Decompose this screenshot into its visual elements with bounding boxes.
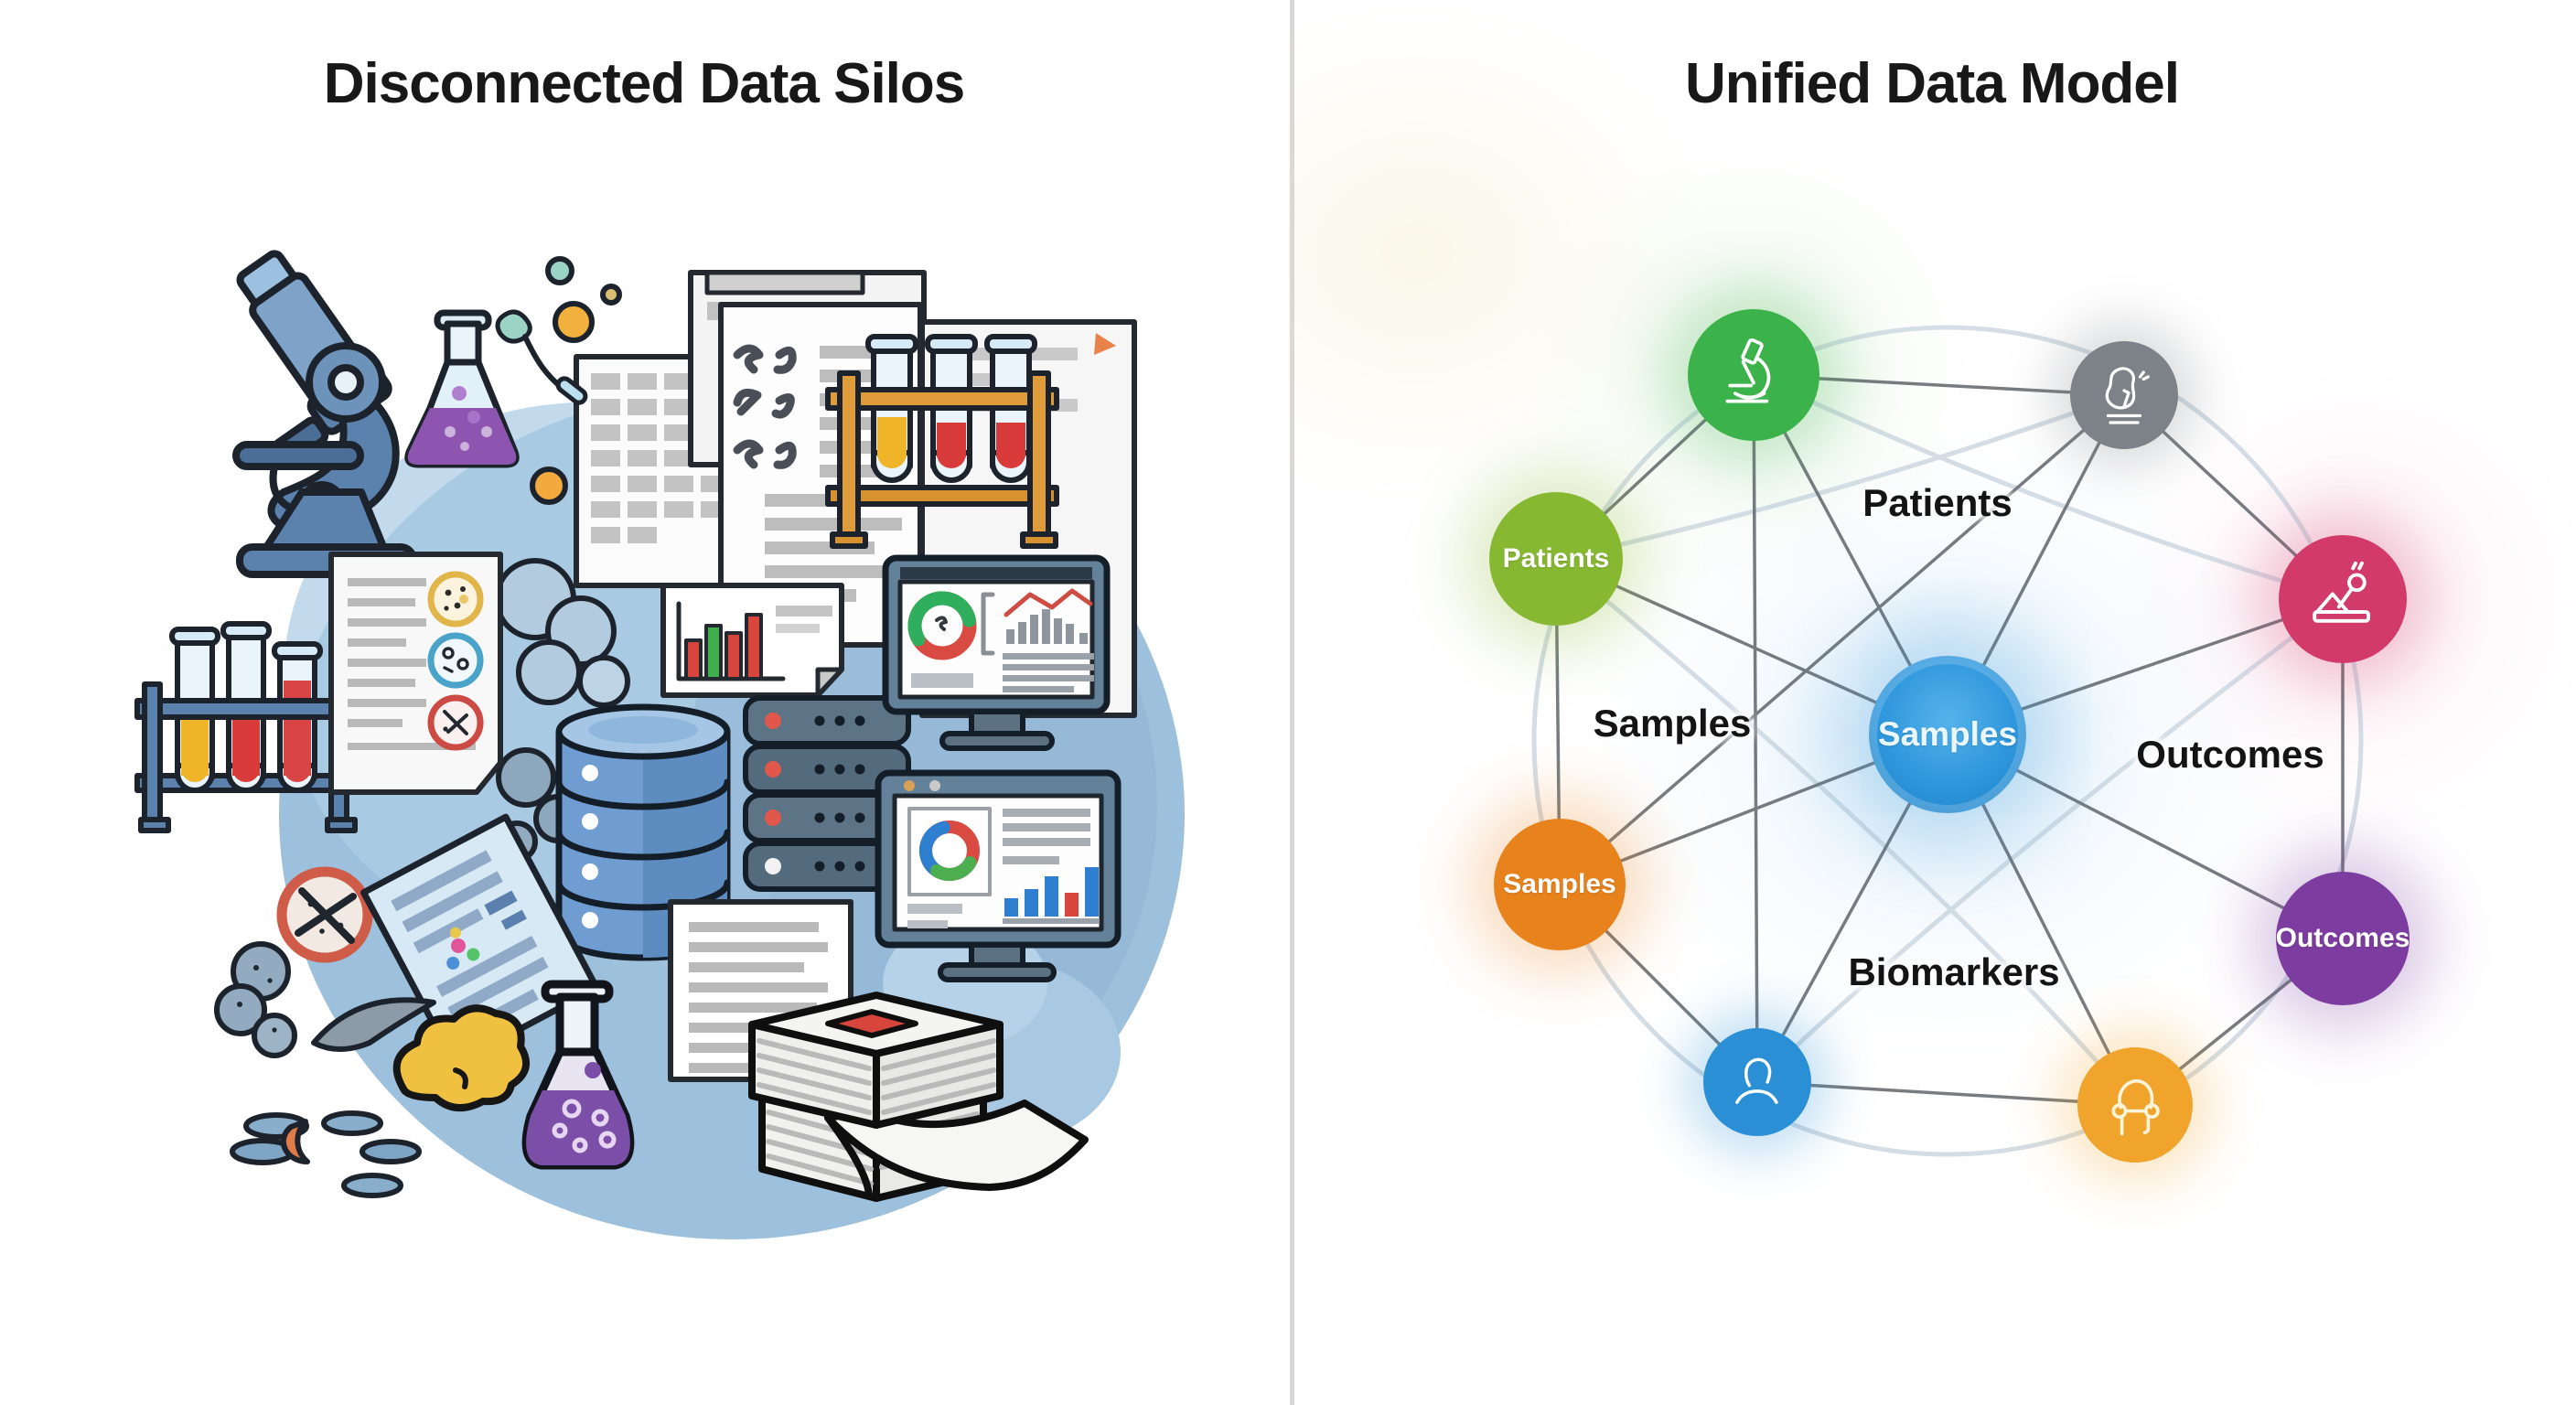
- node-label: Outcomes: [2275, 923, 2410, 953]
- node-samples: Samples: [1494, 819, 1626, 950]
- right-panel-title: Unified Data Model: [1288, 51, 2576, 116]
- monitor-dashboard-donut-line: [882, 554, 1111, 751]
- erlenmeyer-flask-purple: [404, 309, 520, 468]
- patient-bed-icon: [2313, 561, 2370, 623]
- edge-label-samples: Samples: [1593, 702, 1752, 745]
- bubble-circles: [530, 256, 622, 505]
- coins: [230, 1110, 422, 1198]
- gray-swoosh: [311, 997, 436, 1052]
- node-person-record: [2070, 341, 2178, 449]
- bar-chart-document: [660, 583, 844, 698]
- petri-dish-crossed: [276, 866, 373, 963]
- person-stethoscope-icon: [2111, 1078, 2160, 1136]
- yellow-blob-cloud: [392, 1004, 531, 1111]
- purple-flask-bottom: [521, 980, 635, 1170]
- node-label: Samples: [1877, 715, 2018, 753]
- person-icon: [1735, 1057, 1778, 1104]
- node-label: Patients: [1502, 543, 1610, 574]
- microscope-icon: [1725, 338, 1771, 403]
- specimen-report-document: [328, 552, 503, 795]
- wooden-test-tube-rack: [825, 334, 1059, 549]
- node-person: [1703, 1028, 1811, 1136]
- node-person-stethoscope: [2077, 1047, 2193, 1163]
- edge-label-patients: Patients: [1862, 481, 2012, 524]
- unified-data-model-panel: Patients Samples Samples Outcomes: [1288, 0, 2576, 1405]
- paper-stack-red-label: [748, 992, 1089, 1202]
- cotton-swab: [495, 309, 588, 405]
- node-microscope: [1688, 309, 1819, 441]
- person-record-icon: [2105, 367, 2150, 424]
- panel-divider: [1290, 0, 1294, 1405]
- node-outcomes: Outcomes: [2276, 872, 2410, 1005]
- left-panel-title: Disconnected Data Silos: [323, 52, 966, 115]
- node-patient-bed: [2279, 535, 2407, 663]
- microscope: [232, 250, 417, 578]
- node-label: Samples: [1503, 869, 1616, 899]
- node-samples-hub: Samples: [1869, 656, 2026, 813]
- gray-blob-cluster: [214, 941, 297, 1058]
- blue-test-tube-rack: [134, 621, 358, 833]
- monitor-dashboard-donut-bars: [875, 769, 1122, 982]
- disconnected-silos-illustration: [134, 250, 1185, 1239]
- edge-label-outcomes: Outcomes: [2136, 733, 2324, 776]
- node-patients: Patients: [1489, 492, 1623, 626]
- edge-label-biomarkers: Biomarkers: [1848, 950, 2060, 993]
